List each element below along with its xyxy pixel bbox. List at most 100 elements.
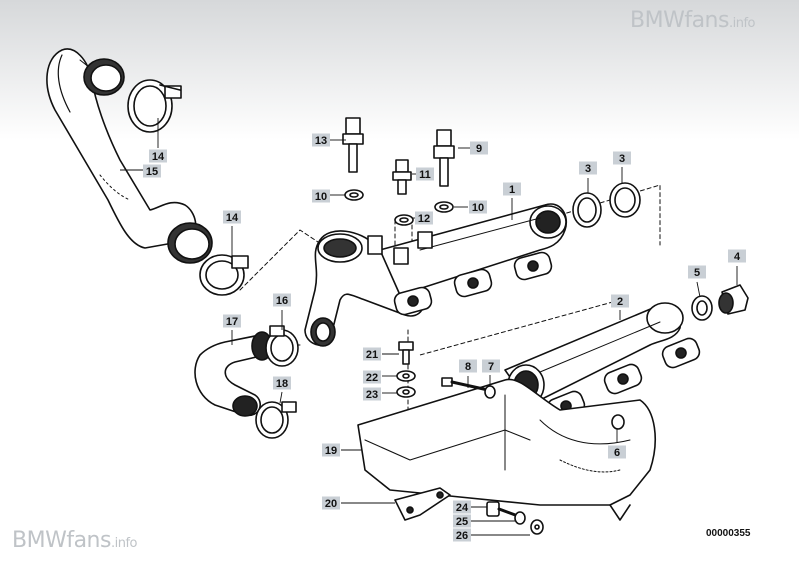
callout-number: 1	[509, 184, 515, 196]
callout-box	[482, 359, 500, 373]
callout-number: 16	[276, 295, 288, 307]
callout-box	[469, 200, 487, 214]
callout-number: 4	[734, 251, 741, 263]
callout-box	[322, 443, 340, 457]
callout-c22: 22	[363, 370, 381, 384]
callout-number: 9	[476, 143, 482, 155]
washer-10b	[434, 201, 454, 213]
callout-box	[459, 359, 477, 373]
watermark-top-suffix: .info	[728, 16, 756, 31]
callout-c21: 21	[363, 347, 381, 361]
sensor-9	[433, 129, 455, 187]
callout-number: 3	[585, 163, 591, 175]
callout-c15: 15	[143, 164, 161, 178]
callout-c16: 16	[273, 293, 291, 307]
callout-box	[503, 182, 521, 196]
callout-box	[149, 149, 167, 163]
callout-c13: 13	[312, 133, 330, 147]
elbow-pipe	[304, 230, 425, 347]
sensor-11	[392, 159, 412, 195]
watermark-bottom: BMWfans.info	[12, 528, 192, 560]
clamp-14-lower	[199, 254, 249, 296]
callout-number: 19	[325, 445, 337, 457]
callout-c25: 25	[453, 514, 471, 528]
part-drawings	[46, 48, 749, 535]
watermark-bottom-suffix: .info	[110, 536, 138, 551]
callout-box	[688, 265, 706, 279]
plug-4	[718, 284, 749, 315]
watermark-bottom-brand: BMWfans	[12, 528, 111, 553]
bolt-8	[441, 377, 490, 392]
callout-number: 21	[366, 349, 378, 361]
callout-c26: 26	[453, 528, 471, 542]
callout-number: 18	[276, 378, 288, 390]
housing-19	[357, 378, 656, 521]
callout-number: 6	[614, 447, 620, 459]
callout-box	[453, 500, 471, 514]
callout-box	[613, 151, 631, 165]
callout-c12: 12	[415, 211, 433, 225]
callout-box	[608, 445, 626, 459]
callout-number: 14	[152, 151, 165, 163]
callout-number: 25	[456, 516, 468, 528]
sensor-bosses	[367, 231, 433, 265]
callout-number: 24	[456, 502, 469, 514]
clamp-14-upper	[127, 79, 182, 133]
callout-c9: 9	[470, 141, 488, 155]
callout-c3b: 3	[613, 151, 631, 165]
callout-number: 12	[418, 213, 430, 225]
callout-number: 8	[465, 361, 471, 373]
diagram-id: 00000355	[706, 528, 751, 539]
callout-box	[470, 141, 488, 155]
callout-box	[312, 133, 330, 147]
washer-22	[396, 370, 416, 382]
callout-c20: 20	[322, 496, 340, 510]
coolant-pipe-2	[504, 302, 701, 422]
watermark-top: BMWfans.info	[630, 8, 795, 40]
coolant-pipe-1	[379, 203, 567, 316]
washer-7	[484, 385, 496, 399]
bracket-20	[394, 487, 451, 521]
callout-number: 20	[325, 498, 337, 510]
callout-box	[453, 528, 471, 542]
callout-c6: 6	[608, 445, 626, 459]
callout-box	[223, 210, 241, 224]
hose-15	[46, 48, 213, 264]
callout-c11: 11	[416, 167, 434, 181]
callout-box	[453, 514, 471, 528]
callout-number: 26	[456, 530, 468, 542]
callout-c1: 1	[503, 182, 521, 196]
callout-number: 3	[619, 153, 625, 165]
callout-c14a: 14	[149, 149, 167, 163]
callout-box	[611, 294, 629, 308]
callout-c10b: 10	[469, 200, 487, 214]
bolt-24	[486, 501, 520, 518]
callout-number: 15	[146, 166, 158, 178]
callout-box	[363, 370, 381, 384]
callout-number: 13	[315, 135, 327, 147]
callout-leaders	[120, 118, 738, 536]
callout-number: 14	[226, 212, 239, 224]
callout-box	[312, 189, 330, 203]
washer-25	[514, 511, 526, 525]
callout-box	[728, 249, 746, 263]
washer-26	[530, 519, 544, 535]
clamp-16	[265, 325, 299, 367]
callout-number: 10	[315, 191, 327, 203]
callout-c14b: 14	[223, 210, 241, 224]
callout-box	[143, 164, 161, 178]
callout-number: 11	[419, 169, 431, 181]
callout-number: 23	[366, 389, 378, 401]
hose-17	[194, 331, 273, 417]
washer-23	[396, 386, 416, 398]
callout-c4: 4	[728, 249, 746, 263]
callout-c7: 7	[482, 359, 500, 373]
callout-box	[363, 347, 381, 361]
callout-c10a: 10	[312, 189, 330, 203]
callout-box	[415, 211, 433, 225]
callout-number: 7	[488, 361, 494, 373]
rings-3	[572, 182, 641, 228]
watermark-top-brand: BMWfans	[630, 8, 729, 33]
